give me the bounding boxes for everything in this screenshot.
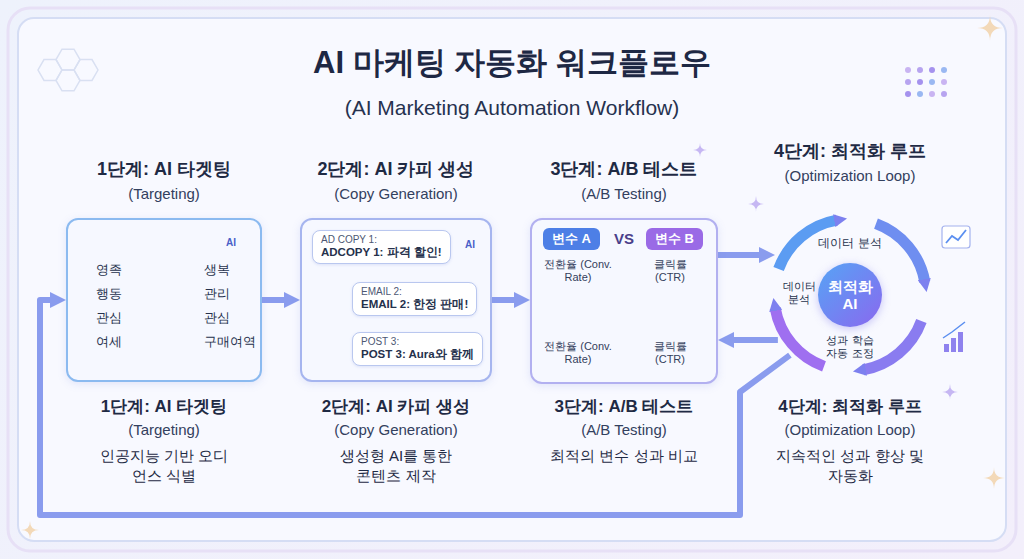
dot-grid [905,67,947,97]
stage-description: 지속적인 성과 향상 및 자동화 [773,446,928,485]
bar [944,344,949,352]
stage-subheading: (A/B Testing) [524,184,724,204]
diagram-subtitle: (AI Marketing Automation Workflow) [212,94,812,121]
stage-heading: 3단계: A/B 테스트 [514,158,734,181]
core-label: 최적화 AI [823,278,877,313]
attribute-label: 생복 [204,262,260,278]
sparkle [21,521,39,539]
copy-box: POST 3:POST 3: Aura와 함께 [352,332,483,366]
mini-chart-icon [942,226,970,248]
stage-description: 최적의 변수 성과 비교 [524,446,724,466]
stage-description: 생성형 AI를 통한 콘텐츠 제작 [331,446,461,485]
dot [929,91,935,97]
optimization-ring [775,220,925,370]
attribute-label: AI [216,237,246,249]
targeting-card: AI 영족행동관심여세 생복관리관심구매여역 [66,218,262,382]
stage-heading: 2단계: AI 카피 생성 [286,396,506,418]
variant-pill: 변수 B [646,228,703,250]
ab-test-card: VS 전환율 (Conv. Rate) 클릭률 (CTR) 전환율 (Conv. Ra… [530,218,718,384]
stage-subheading: (Optimization Loop) [740,166,960,186]
stage-subheading: (Copy Generation) [296,420,496,440]
dot [917,91,923,97]
stage-subheading: (Targeting) [64,184,264,204]
copy-text: EMAIL 2: 한정 판매! [361,298,468,312]
stage-heading: 1단계: AI 타겟팅 [54,396,274,418]
ring-arrow [876,224,925,282]
stage-description: 인공지능 기반 오디언스 식별 [99,446,229,485]
stage-heading: 3단계: A/B 테스트 [514,396,734,418]
stage-heading: 2단계: AI 카피 생성 [286,158,506,181]
stage-heading: 4단계: 최적화 루프 [740,140,960,163]
metric-label: 전환율 (Conv. Rate) [542,258,614,283]
dot [905,67,911,73]
attribute-label: 여세 [78,334,122,350]
optimization-loop: 데이터 분석데이터 분석성과 학습 자동 조정최적화 AI [765,210,935,380]
copy-card: AI AD COPY 1:ADCOPY 1: 파격 할인! EMAIL 2:EMAI… [300,218,492,382]
flow-arrow [492,297,516,303]
variant-text: 변수 B [655,231,694,247]
attribute-label: 관리 [204,286,260,302]
outer-glow [8,8,1016,551]
metric-label: 전환율 (Conv. Rate) [542,340,614,365]
stage-subheading: (A/B Testing) [524,420,724,440]
copy-box: AD COPY 1:ADCOPY 1: 파격 할인! [312,230,451,264]
dot [917,67,923,73]
copy-box: EMAIL 2:EMAIL 2: 한정 판매! [352,282,477,316]
chart-frame [942,226,970,248]
copy-text: ADCOPY 1: 파격 할인! [321,246,442,260]
copy-text: POST 3: [361,336,474,348]
mini-bars-icon [943,322,965,352]
trend-line [946,230,966,243]
bar [958,332,963,352]
variant-text: 변수 A [552,231,591,247]
flow-arrow [262,297,286,303]
dot [941,67,947,73]
metric-label: 클릭률 (CTR) [642,258,698,283]
sparkle [983,467,1005,489]
stage-heading: 1단계: AI 타겟팅 [54,158,274,181]
ai-badge-text: AI [455,239,485,251]
hexagon-decor [38,49,98,91]
sparkle [748,196,764,212]
dot [929,79,935,85]
dot [905,91,911,97]
stage-heading: 4단계: 최적화 루프 [740,396,960,418]
bar [951,338,956,352]
sparkle [977,15,1003,41]
sparkle [693,143,707,157]
dot [905,79,911,85]
dot [941,91,947,97]
stage-subheading: (Copy Generation) [296,184,496,204]
trend-line [943,322,965,338]
loop-step-label: 데이터 분석 [810,236,890,250]
attribute-label: 구매여역 [204,334,260,350]
copy-text: EMAIL 2: [361,286,468,298]
flow-arrow [718,252,761,258]
dot [917,79,923,85]
metric-label: 클릭률 (CTR) [642,340,698,365]
dot [941,79,947,85]
dot [929,67,935,73]
stage-subheading: (Optimization Loop) [750,420,950,440]
attribute-label: 관심 [204,310,260,326]
copy-text: AD COPY 1: [321,234,442,246]
stage-subheading: (Targeting) [64,420,264,440]
sparkles [21,15,1005,539]
copy-text: POST 3: Aura와 함께 [361,348,474,362]
optimizer-core: 최적화 AI [818,263,882,327]
attribute-label: 관심 [78,310,122,326]
diagram-title: AI 마케팅 자동화 워크플로우 [0,42,1024,84]
sparkle [942,384,958,400]
loop-step-label: 성과 학습 자동 조정 [822,334,878,360]
attribute-label: 영족 [78,262,122,278]
panel [18,18,1006,541]
attribute-label: 행동 [78,286,122,302]
flow-arrow [732,337,777,343]
metric-label: VS [607,230,641,248]
loop-step-label: 데이터 분석 [782,280,816,306]
hexagon [74,60,98,81]
variant-pill: 변수 A [543,228,600,250]
